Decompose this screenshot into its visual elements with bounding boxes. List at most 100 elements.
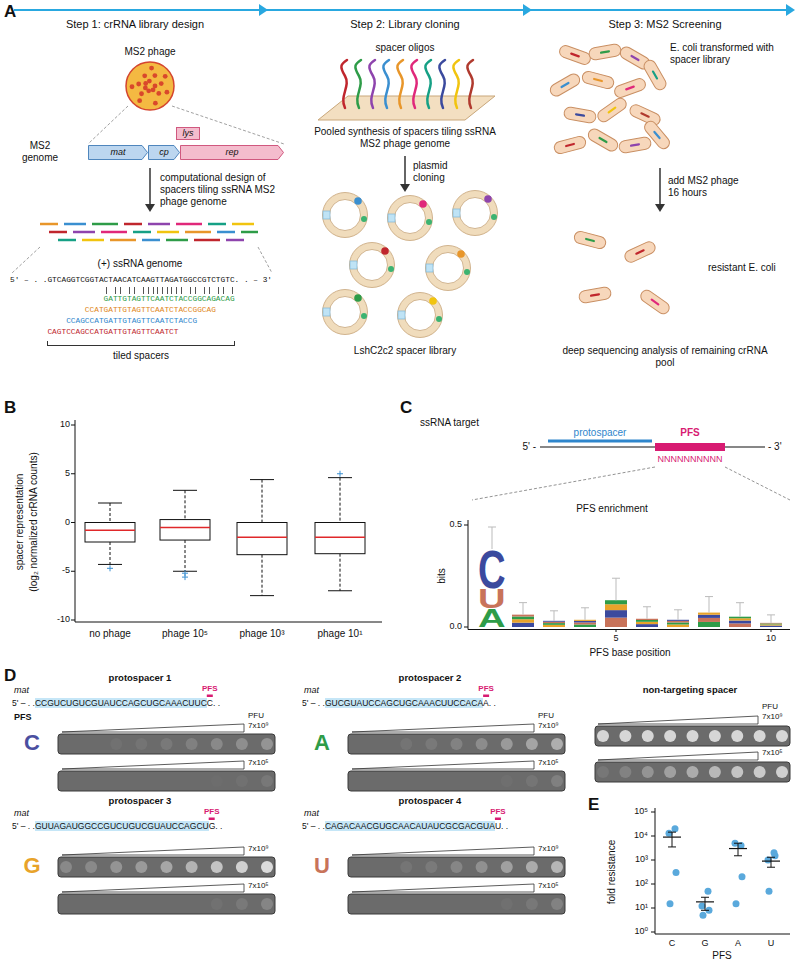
spacer-dash bbox=[133, 231, 151, 234]
spacer-insert bbox=[429, 297, 437, 305]
axis-tick bbox=[651, 860, 655, 861]
spacer-dash bbox=[241, 231, 258, 234]
crRNA-plasmid bbox=[652, 300, 659, 305]
ecoli-cell bbox=[586, 127, 620, 153]
crRNA-plasmid bbox=[576, 114, 584, 115]
tick-label: 10⁴ bbox=[634, 830, 648, 841]
tick-label: 5 bbox=[613, 633, 618, 644]
error-bar bbox=[709, 597, 710, 613]
axis-tick bbox=[651, 836, 655, 837]
plaque-spot bbox=[211, 861, 223, 873]
plaque-spot bbox=[110, 738, 122, 750]
axis-tick bbox=[71, 473, 75, 474]
crRNA-plasmid bbox=[562, 83, 569, 87]
gene-outline bbox=[181, 146, 284, 160]
arrow-head bbox=[145, 204, 155, 212]
plaque-spot bbox=[501, 775, 513, 787]
axis-title: PFS bbox=[712, 950, 731, 962]
error-bar bbox=[643, 606, 651, 607]
phage-protein bbox=[143, 86, 148, 91]
logo-base bbox=[605, 610, 627, 617]
titer-label: 7x10⁵ bbox=[248, 881, 269, 891]
data-point bbox=[733, 900, 740, 907]
logo-base bbox=[543, 623, 565, 625]
plaque-spot bbox=[709, 766, 721, 778]
sequence-row: 5' – . .GUUAGAUGGCCGUCUGUCGUAUCCAGCUG. . bbox=[12, 821, 222, 831]
logo-base bbox=[512, 623, 534, 627]
category-label: no phage bbox=[89, 628, 131, 640]
plaque-spot bbox=[642, 766, 654, 778]
plaque-spot bbox=[526, 775, 538, 787]
unit-label: PFU bbox=[762, 702, 778, 712]
crRNA-plasmid bbox=[653, 72, 657, 79]
ecoli-cell bbox=[623, 240, 657, 264]
pfs-base: G. . bbox=[209, 821, 223, 831]
timeline-head bbox=[259, 4, 268, 16]
zoom-line bbox=[258, 247, 272, 273]
tick-label: -10 bbox=[57, 614, 70, 625]
panel-letter: A bbox=[4, 2, 16, 22]
error-bar bbox=[523, 603, 524, 615]
plaque-spot bbox=[211, 898, 223, 910]
error-bar bbox=[705, 897, 706, 910]
phage-protein bbox=[130, 84, 135, 89]
spacer-dash bbox=[64, 223, 86, 226]
whisker bbox=[340, 478, 341, 523]
phage-protein bbox=[165, 90, 170, 95]
arrow-head bbox=[400, 184, 410, 192]
titer-label: 7x10⁵ bbox=[538, 758, 559, 768]
process-arrow bbox=[404, 156, 406, 185]
plaque-spot bbox=[236, 898, 248, 910]
protospacer-title: protospacer 4 bbox=[399, 795, 462, 806]
plasmid-element bbox=[464, 269, 470, 275]
tick-label: 0.5 bbox=[449, 519, 462, 530]
phage-protein bbox=[159, 81, 164, 86]
spacer-dash bbox=[49, 231, 67, 234]
gene-label: mat bbox=[304, 685, 319, 696]
error-bar bbox=[767, 867, 775, 868]
spacer-dash bbox=[73, 231, 95, 234]
crRNA-plasmid bbox=[632, 56, 639, 60]
spacer-dash bbox=[124, 223, 142, 226]
logo-base bbox=[698, 618, 720, 622]
box bbox=[315, 523, 365, 554]
error-bar bbox=[678, 610, 679, 620]
protospacer-bar bbox=[548, 440, 652, 443]
protospacer-sequence: CCGUCUGUCGUAUCCAGCUGCAAACUUC bbox=[35, 698, 207, 708]
spacer-dash bbox=[40, 223, 58, 226]
spacer-dash bbox=[58, 239, 76, 242]
plaque-spot bbox=[135, 738, 147, 750]
error-bar bbox=[674, 609, 682, 610]
tick-label: 10⁵ bbox=[634, 806, 648, 817]
error-bar bbox=[740, 603, 741, 617]
bracket-label: tiled spacers bbox=[113, 350, 169, 362]
category-label: A bbox=[735, 938, 741, 949]
spacer-insert bbox=[354, 294, 362, 302]
logo-base bbox=[512, 615, 534, 617]
crRNA-plasmid bbox=[566, 144, 574, 146]
pfs-marker bbox=[495, 818, 501, 821]
timeline-head bbox=[523, 4, 532, 16]
spacer-sequence: CAGTCCAGCCATGATTGTAGTTCAATCT bbox=[47, 328, 178, 337]
spacer-dash bbox=[217, 231, 235, 234]
tick-label: 10³ bbox=[635, 854, 648, 865]
ecoli-cell bbox=[578, 286, 612, 303]
step-note: computational design of spacers tiling s… bbox=[160, 172, 285, 208]
box bbox=[85, 523, 135, 543]
crRNA-plasmid bbox=[631, 144, 639, 145]
spacer-dash bbox=[101, 231, 127, 234]
plasmid-outline bbox=[426, 246, 471, 291]
plaque-spot bbox=[501, 861, 513, 873]
ecoli-cell bbox=[642, 58, 668, 92]
plasmid-element bbox=[426, 219, 432, 225]
axis-title: fold resistance bbox=[606, 840, 618, 904]
category-label: phage 10⁵ bbox=[162, 628, 208, 640]
plasmid-element bbox=[398, 311, 405, 319]
logo-base bbox=[574, 620, 596, 621]
plasmid-element bbox=[323, 308, 330, 316]
gene-box: mat bbox=[88, 145, 148, 160]
dilution-wedge bbox=[352, 884, 534, 892]
error-bar bbox=[554, 611, 555, 621]
plaque-spot bbox=[400, 861, 412, 873]
